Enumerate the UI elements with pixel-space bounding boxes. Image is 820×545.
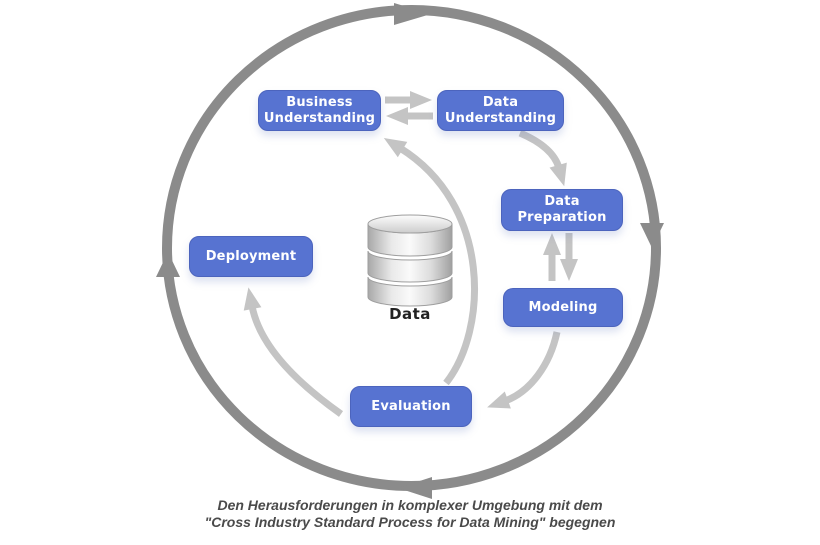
cycle-arrow-bottom-icon — [398, 477, 432, 499]
arrow-modeling-to-evaluation-icon — [487, 331, 561, 409]
cycle-arrow-left-icon — [156, 252, 180, 277]
cycle-arrow-top-icon — [394, 3, 431, 25]
database-icon — [367, 214, 453, 307]
node-deployment: Deployment — [189, 236, 313, 277]
node-data-understanding: Data Understanding — [437, 90, 564, 131]
caption-line-1: Den Herausforderungen in komplexer Umgeb… — [217, 497, 603, 513]
data-label: Data — [389, 305, 431, 323]
node-modeling: Modeling — [503, 288, 623, 327]
node-business-understanding: Business Understanding — [258, 90, 381, 131]
process-arrows — [243, 91, 578, 417]
caption-line-2: "Cross Industry Standard Process for Dat… — [204, 514, 616, 530]
cycle-ring — [156, 3, 664, 499]
caption: Den Herausforderungen in komplexer Umgeb… — [0, 497, 820, 531]
cycle-arrow-right-icon — [640, 223, 664, 248]
arrow-evaluation-to-deployment-icon — [243, 287, 344, 417]
arrow-data-understanding-to-preparation-icon — [518, 129, 567, 187]
node-data-preparation: Data Preparation — [501, 189, 623, 231]
node-evaluation: Evaluation — [350, 386, 472, 427]
arrow-evaluation-to-business-understanding-icon — [383, 137, 478, 386]
